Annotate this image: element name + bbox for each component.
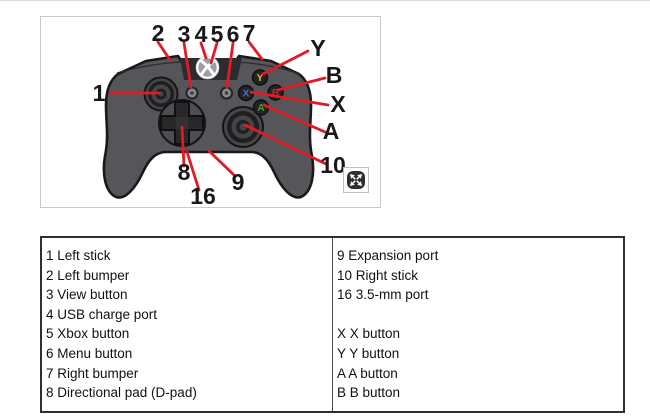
legend-entry-expansion-port: 9 Expansion port [337, 248, 439, 263]
dpad [158, 99, 206, 147]
page-top-divider [0, 0, 650, 1]
expand-arrows-icon [347, 171, 365, 189]
callout-label-8: 8 [178, 159, 191, 185]
leader-line-16 [185, 150, 201, 192]
legend-column-right: 9 Expansion port 10 Right stick 16 3.5-m… [332, 237, 624, 412]
callout-label-10: 10 [320, 152, 346, 178]
leader-line-4 [199, 41, 208, 60]
x-button-letter: X [243, 89, 250, 100]
a-button-letter: A [257, 103, 264, 114]
legend-table: 1 Left stick 2 Left bumper 3 View button… [40, 236, 625, 413]
leader-line-7 [247, 40, 264, 61]
leader-line-9 [207, 149, 236, 177]
leader-line-a [262, 103, 327, 134]
legend-entry-view-button: 3 View button [46, 287, 128, 303]
leader-line-3 [182, 41, 193, 89]
leader-line-5 [209, 41, 219, 65]
left-stick [143, 76, 179, 112]
callout-label-Y: Y [310, 35, 325, 61]
legend-entry-right-bumper: 7 Right bumper [46, 365, 139, 381]
callout-label-3: 3 [178, 21, 191, 47]
legend-entry-usb-port: 4 USB charge port [46, 306, 158, 322]
controller-diagram: Y X B A [93, 20, 347, 207]
leader-line-x [249, 90, 330, 107]
leader-line-y [261, 49, 310, 76]
right-bumper-seam [236, 61, 301, 75]
xbox-button [195, 55, 220, 80]
legend-entry-b-button: B B button [337, 385, 401, 401]
callout-labels: 1 2 3 4 5 6 7 Y B X A 10 8 9 16 [93, 20, 347, 207]
leader-lines [108, 40, 330, 192]
right-stick [222, 106, 264, 148]
legend-entry-a-button: A A button [337, 365, 398, 381]
callout-label-2: 2 [152, 20, 165, 46]
callout-label-6: 6 [227, 21, 240, 47]
legend-entry-xbox-button: 5 Xbox button [46, 326, 130, 342]
legend-entry-blank [337, 305, 619, 325]
leader-line-6 [225, 41, 235, 89]
view-button [185, 86, 199, 100]
callout-label-X: X [330, 91, 346, 117]
controller-diagram-panel: Y X B A [40, 16, 381, 208]
legend-entry-dpad: 8 Directional pad (D-pad) [46, 385, 197, 401]
left-bumper-seam [116, 61, 181, 74]
legend-entry-right-stick: 10 Right stick [337, 267, 419, 283]
leader-line-b [276, 76, 327, 92]
callout-label-1: 1 [93, 80, 106, 106]
legend-entry-y-button: Y Y button [337, 345, 400, 361]
legend-row: 1 Left stick 2 Left bumper 3 View button… [41, 237, 624, 412]
callout-label-B: B [326, 62, 343, 88]
leader-line-8 [180, 125, 186, 168]
leader-line-2 [156, 40, 172, 62]
menu-button [220, 86, 233, 100]
callout-label-16: 16 [190, 183, 216, 207]
callout-label-A: A [323, 118, 340, 144]
expand-icon[interactable] [343, 167, 369, 193]
legend-entry-left-stick: 1 Left stick [46, 248, 111, 263]
legend-entry-left-bumper: 2 Left bumper [46, 267, 130, 283]
callout-label-7: 7 [243, 20, 256, 46]
callout-label-9: 9 [232, 169, 245, 195]
y-button-letter: Y [257, 73, 264, 84]
legend-entry-menu-button: 6 Menu button [46, 345, 133, 361]
legend-entry-x-button: X X button [337, 326, 401, 342]
leader-line-10 [243, 123, 328, 166]
legend-column-left: 1 Left stick 2 Left bumper 3 View button… [41, 237, 333, 412]
callout-label-5: 5 [211, 21, 224, 47]
callout-label-4: 4 [195, 21, 208, 47]
legend-entry-35mm-port: 16 3.5-mm port [337, 287, 429, 303]
b-button-letter: B [272, 88, 279, 99]
